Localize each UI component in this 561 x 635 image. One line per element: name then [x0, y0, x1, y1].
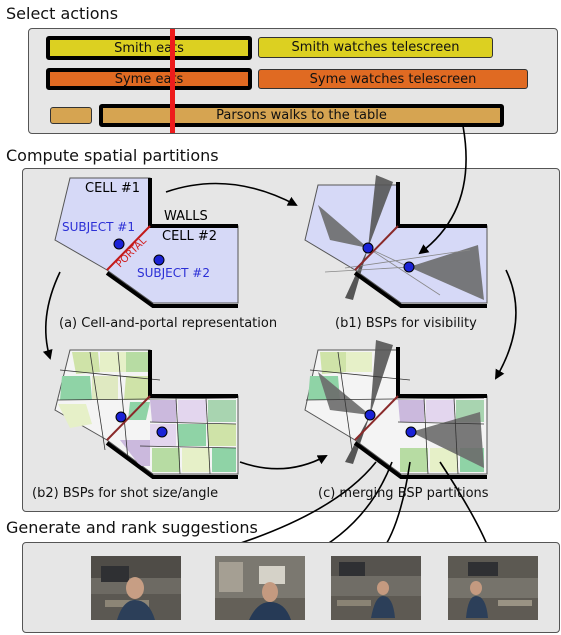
label-subject1: SUBJECT #1: [62, 220, 135, 234]
bsp-visibility-map: [304, 175, 488, 308]
b2-subject-1-dot: [115, 411, 127, 423]
action-syme-watches[interactable]: Syme watches telescreen: [258, 69, 528, 89]
caption-b2: (b2) BSPs for shot size/angle: [32, 486, 219, 501]
label-cell1: CELL #1: [85, 181, 140, 196]
arrow-b1-to-c: [494, 269, 517, 380]
caption-a: (a) Cell-and-portal representation: [59, 316, 278, 331]
playhead-marker[interactable]: [170, 29, 175, 133]
section-title-compute: Compute spatial partitions: [6, 146, 219, 165]
arrow-actions-to-b1: [418, 125, 467, 255]
action-parsons-walks[interactable]: Parsons walks to the table: [99, 104, 504, 127]
action-smith-eats[interactable]: Smith eats: [46, 36, 252, 60]
subject-2-dot: [153, 254, 165, 266]
label-subject2: SUBJECT #2: [137, 266, 210, 280]
action-smith-watches[interactable]: Smith watches telescreen: [258, 37, 493, 58]
action-short-clip[interactable]: [50, 107, 92, 124]
b1-subject-2-dot: [403, 261, 415, 273]
caption-c: (c) merging BSP partitions: [318, 486, 489, 501]
section-title-select: Select actions: [6, 4, 119, 23]
suggestion-thumbnail-3[interactable]: [331, 556, 421, 620]
portal-line: [106, 225, 151, 271]
caption-b1: (b1) BSPs for visibility: [335, 316, 477, 331]
subject-1-dot: [113, 238, 125, 250]
bsp-shot-size-map: [54, 349, 239, 479]
arrow-a-to-b1: [165, 182, 298, 206]
action-syme-eats[interactable]: Syme eats: [46, 68, 252, 90]
suggestion-thumbnail-4[interactable]: [448, 556, 538, 620]
section-title-generate: Generate and rank suggestions: [6, 518, 258, 537]
label-walls: WALLS: [164, 209, 208, 224]
arrow-b2-to-c: [239, 455, 328, 470]
wall-lower: [105, 271, 238, 308]
b1-subject-1-dot: [362, 242, 374, 254]
c-subject-1-dot: [364, 409, 376, 421]
b2-subject-2-dot: [156, 426, 168, 438]
merged-bsp-map: [304, 340, 488, 479]
c-subject-2-dot: [405, 426, 417, 438]
label-cell2: CELL #2: [162, 229, 217, 244]
suggestion-thumbnail-2[interactable]: [215, 556, 305, 620]
cell-portal-map: CELL #1 WALLS CELL #2 SUBJECT #1 SUBJECT…: [54, 177, 239, 308]
suggestion-thumbnail-1[interactable]: [91, 556, 181, 620]
arrow-a-to-b2: [42, 271, 61, 360]
